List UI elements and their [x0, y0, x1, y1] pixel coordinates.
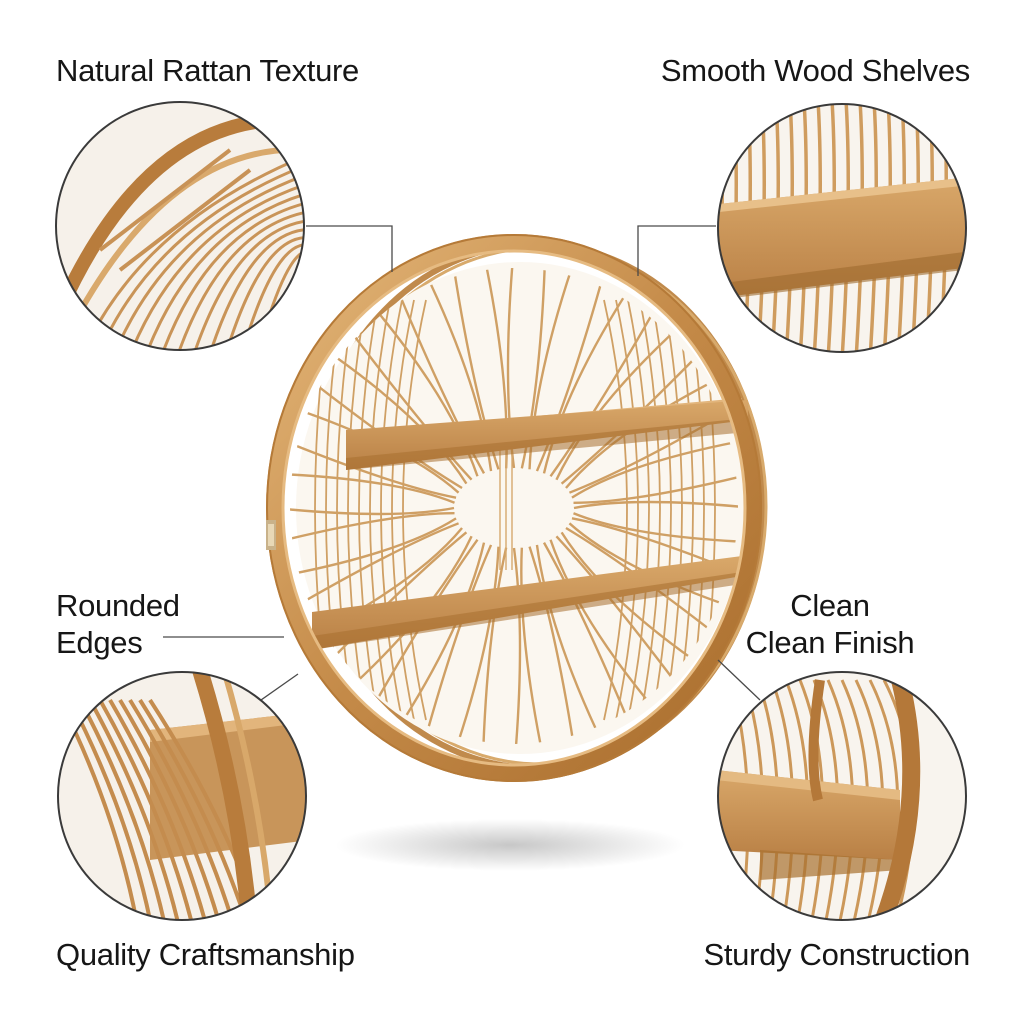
detail-circle-sturdy-construction — [717, 671, 967, 921]
detail-circle-quality-craftsmanship — [57, 671, 307, 921]
detail-circle-smooth-wood-shelves — [717, 103, 967, 353]
feature-label-clean-finish: Clean Clean Finish — [720, 587, 940, 661]
feature-label-quality-craftsmanship: Quality Craftsmanship — [56, 937, 355, 972]
feature-label-clean-line2: Clean Finish — [745, 625, 915, 660]
product-shadow — [335, 819, 685, 871]
feature-label-rounded-line1: Rounded — [56, 588, 180, 623]
main-shelf — [266, 234, 768, 782]
callout-lines — [163, 225, 761, 713]
feature-label-clean-line1: Clean — [790, 588, 870, 623]
feature-label-rounded-edges: Rounded Edges — [56, 587, 180, 661]
top-shelf — [346, 398, 748, 470]
feature-label-sturdy-construction: Sturdy Construction — [703, 937, 970, 972]
feature-label-natural-rattan-texture: Natural Rattan Texture — [56, 53, 359, 88]
detail-circle-natural-rattan — [55, 101, 305, 351]
feature-label-rounded-line2: Edges — [56, 625, 143, 660]
bottom-shelf — [312, 556, 742, 650]
feature-label-smooth-wood-shelves: Smooth Wood Shelves — [660, 53, 970, 88]
